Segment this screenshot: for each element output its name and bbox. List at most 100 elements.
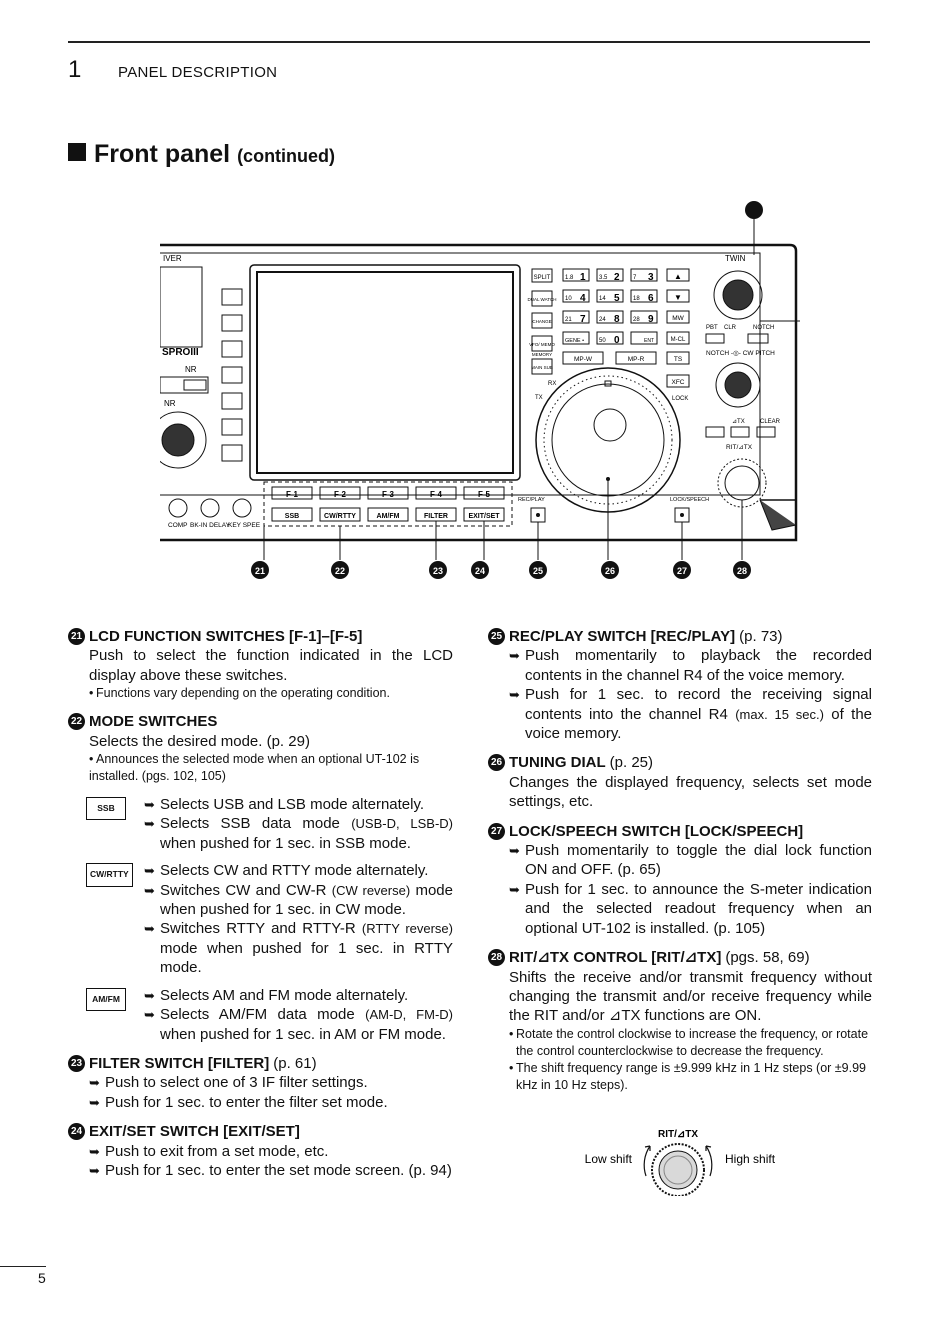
fig-memory: MEMORY	[532, 352, 552, 357]
fig-key-8-sub: 24	[599, 317, 606, 323]
callout-25: 25	[533, 566, 543, 576]
fig-dual-watch: DUAL WATCH	[527, 297, 556, 302]
fig-mw: MW	[672, 315, 684, 322]
am-line-1: Selects AM and FM mode alternately.	[160, 986, 409, 1004]
rit-figure-label: RIT/⊿TX	[658, 1129, 698, 1140]
fig-f3: F-3	[382, 490, 395, 499]
fig-rx: RX	[548, 381, 556, 387]
rit-high-shift: High shift	[725, 1152, 776, 1166]
ssb-keycap-icon: SSB	[86, 797, 126, 821]
am-line-2c: when pushed for 1 sec. in AM or FM mode.	[160, 1025, 446, 1043]
fig-key-7: 7	[580, 314, 586, 325]
fig-key-4: 4	[580, 293, 586, 304]
cw-line-2c: mode when pushed for 1 sec. in CW mode.	[160, 881, 453, 919]
callout-24: 24	[475, 566, 485, 576]
cw-rtty-keycap-icon: CW/RTTY	[86, 863, 133, 887]
arrow-icon: ➥	[89, 1094, 100, 1110]
callout-26: 26	[605, 566, 615, 576]
fig-key-4-sub: 10	[565, 296, 572, 302]
rit-control-illustration: RIT/⊿TX Low shift High shift	[585, 1129, 776, 1196]
item-25-line-2a: Push for 1 sec. to record the receiving …	[525, 686, 872, 723]
item-27-line-2: Push for 1 sec. to announce the S-meter …	[525, 880, 872, 937]
item-27-line-1: Push momentarily to toggle the dial lock…	[525, 842, 872, 879]
item-23-line-2: Push for 1 sec. to enter the filter set …	[105, 1093, 388, 1111]
rit-low-shift: Low shift	[585, 1152, 633, 1166]
fig-am-fm: AM/FM	[377, 513, 400, 520]
arrow-icon: ➥	[144, 863, 155, 879]
fig-ssb: SSB	[285, 513, 299, 520]
callout-22: 22	[335, 566, 345, 576]
fig-key-0-sub: 50	[599, 338, 606, 344]
mode-row-am-fm: AM/FM ➥ Selects AM and FM mode alternatel…	[68, 986, 453, 1044]
item-22-title: MODE SWITCHES	[89, 713, 218, 731]
fig-key-1-sub: 1.8	[565, 275, 574, 281]
fig-xfc: XFC	[672, 379, 685, 386]
am-line-2b: (AM-D, FM-D)	[365, 1007, 453, 1023]
arrow-icon: ➥	[509, 881, 520, 897]
item-26-title: TUNING DIAL	[509, 754, 606, 772]
callout-21: 21	[255, 566, 265, 576]
lcd-side-buttons	[221, 288, 243, 462]
mode-key-row: SSB CW/RTTY AM/FM FILTER EXIT/SET	[271, 507, 505, 522]
arrow-icon: ➥	[144, 921, 155, 937]
item-24-line-1: Push to exit from a set mode, etc.	[105, 1142, 329, 1160]
callout-28: 28	[737, 566, 747, 576]
item-23-title: FILTER SWITCH [FILTER]	[89, 1054, 270, 1072]
fig-comp-label: COMP	[168, 522, 188, 529]
item-23-line-1: Push to select one of 3 IF filter settin…	[105, 1074, 368, 1092]
cw-line-2b: (CW reverse)	[331, 882, 411, 898]
fig-receiver-label: IVER	[163, 254, 182, 263]
fig-key-ent: ENT	[644, 338, 654, 344]
fig-bkin-label: BK-IN DELAY	[190, 522, 231, 529]
cw-line-3a: Switches RTTY and RTTY-R	[160, 920, 362, 938]
item-23-page: (p. 61)	[273, 1054, 317, 1072]
fig-key-9: 9	[648, 314, 654, 325]
fig-notch: NOTCH	[753, 325, 774, 331]
fig-split: SPLIT	[534, 275, 551, 281]
front-panel-illustration: IVER TWIN SPROIII NR NR F-1 F-2 F-3 F-4 …	[160, 201, 800, 579]
chapter-number: 1	[68, 56, 82, 83]
fig-vfo-memo: VFO/ MEMO	[529, 342, 555, 347]
fig-exit-set: EXIT/SET	[468, 513, 500, 520]
ssb-line-2a: Selects SSB data mode	[160, 815, 352, 833]
ssb-line-1: Selects USB and LSB mode alternately.	[160, 796, 425, 814]
svg-text:▼: ▼	[674, 293, 682, 302]
item-number-25: 25	[488, 628, 505, 645]
fig-clr: CLR	[724, 325, 737, 331]
fig-key-2: 2	[614, 272, 620, 283]
item-number-23: 23	[68, 1054, 85, 1072]
fig-delta-tx: ⊿TX	[732, 419, 745, 425]
fig-change: CHANGE	[532, 319, 551, 324]
fig-key-2-sub: 3.5	[599, 275, 608, 281]
item-22-note: Announces the selected mode when an opti…	[89, 752, 420, 784]
item-28-note-2: The shift frequency range is ±9.999 kHz …	[516, 1060, 866, 1092]
arrow-icon: ➥	[144, 987, 155, 1003]
callout-23: 23	[433, 566, 443, 576]
cw-line-2a: Switches CW and CW-R	[160, 881, 332, 899]
fig-key-9-sub: 28	[633, 317, 640, 323]
section-title-text: Front panel	[94, 140, 231, 168]
fig-dsp-label: SPROIII	[162, 347, 199, 358]
am-fm-keycap-icon: AM/FM	[86, 987, 126, 1012]
item-28-page: (pgs. 58, 69)	[725, 949, 810, 967]
arrow-icon: ➥	[89, 1143, 100, 1159]
arrow-icon: ➥	[509, 687, 520, 703]
fig-rec-play: REC/PLAY	[518, 497, 545, 503]
fig-mp-r: MP-R	[628, 356, 645, 363]
fig-key-1: 1	[580, 272, 586, 283]
fig-nr-label: NR	[185, 365, 197, 374]
fig-key-3: 3	[648, 272, 654, 283]
cw-line-3b: (RTTY reverse)	[361, 921, 453, 937]
svg-text:▲: ▲	[674, 272, 682, 281]
fig-ts: TS	[674, 356, 683, 363]
item-24-line-2: Push for 1 sec. to enter the set mode sc…	[105, 1161, 452, 1179]
arrow-icon: ➥	[89, 1075, 100, 1091]
ssb-line-2b: (USB-D, LSB-D)	[351, 816, 453, 832]
fig-lock-speech: LOCK/SPEECH	[670, 497, 709, 503]
